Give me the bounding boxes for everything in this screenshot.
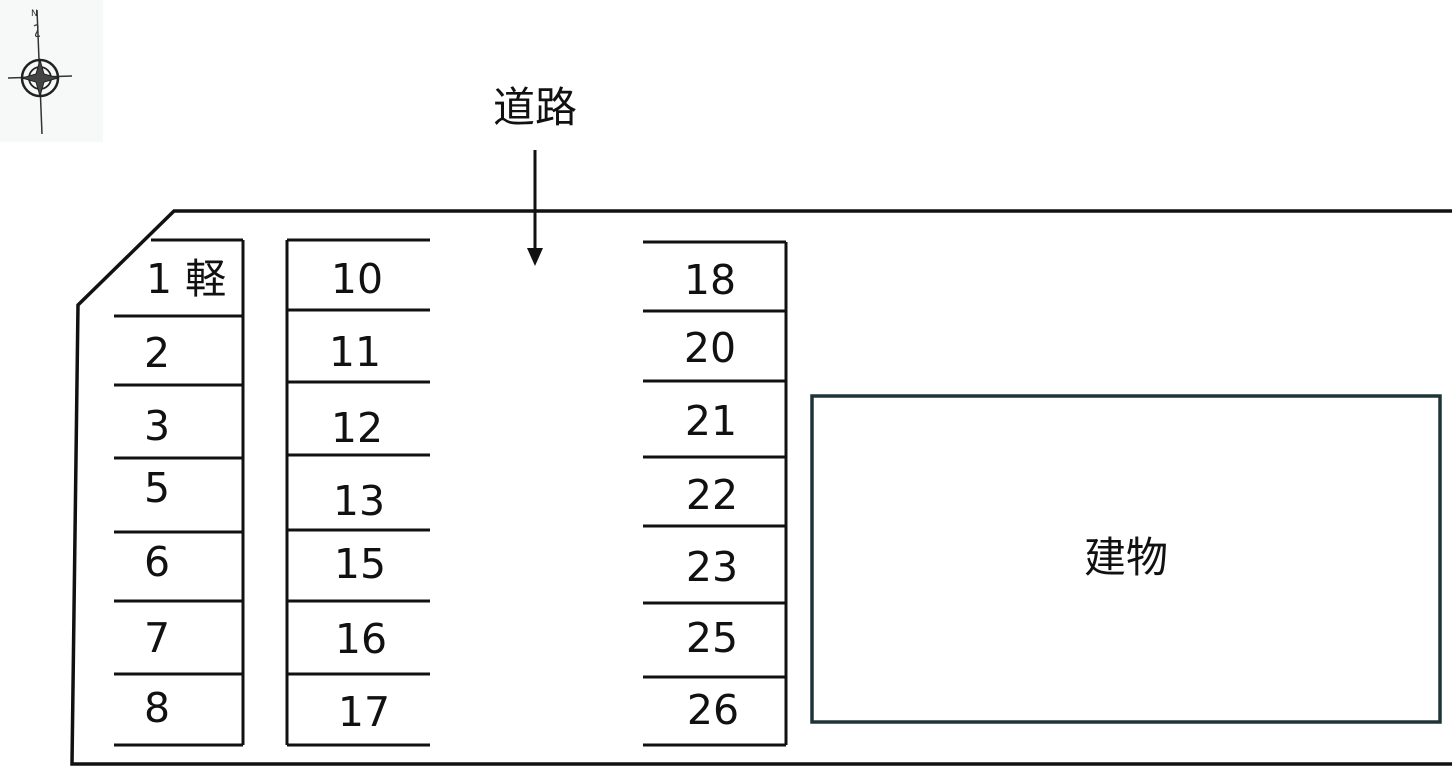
space-11-label: 11 bbox=[329, 328, 381, 376]
space-12-label: 12 bbox=[331, 404, 383, 452]
parking-column-right: 18 20 21 22 23 25 26 bbox=[643, 240, 788, 747]
space-15-label: 15 bbox=[334, 540, 386, 588]
parking-column-left: 1 軽 2 3 5 6 7 8 bbox=[114, 238, 245, 747]
space-21-label: 21 bbox=[685, 397, 737, 445]
site-boundary bbox=[70, 209, 1452, 766]
space-22-label: 22 bbox=[686, 471, 738, 519]
space-1-label: 1 軽 bbox=[146, 255, 226, 303]
space-7-label: 7 bbox=[144, 614, 170, 662]
space-8-label: 8 bbox=[144, 684, 170, 732]
space-18-label: 18 bbox=[684, 256, 736, 304]
space-20-label: 20 bbox=[684, 324, 736, 372]
space-13-label: 13 bbox=[333, 477, 385, 525]
road-label: 道路 bbox=[493, 83, 577, 132]
space-6-label: 6 bbox=[144, 538, 170, 586]
building-label: 建物 bbox=[1084, 533, 1168, 582]
parking-column-middle: 10 11 12 13 15 16 17 bbox=[285, 238, 430, 747]
space-3-label: 3 bbox=[144, 402, 170, 450]
space-23-label: 23 bbox=[686, 543, 738, 591]
space-10-label: 10 bbox=[331, 255, 383, 303]
space-2-label: 2 bbox=[144, 329, 170, 377]
compass-north-label: N bbox=[31, 9, 38, 19]
space-16-label: 16 bbox=[335, 615, 387, 663]
building bbox=[810, 394, 1442, 724]
space-17-label: 17 bbox=[338, 688, 390, 736]
road-arrow-icon bbox=[527, 150, 543, 266]
space-25-label: 25 bbox=[686, 614, 738, 662]
compass-rose-icon: N bbox=[0, 0, 103, 142]
space-5-label: 5 bbox=[144, 464, 170, 512]
space-26-label: 26 bbox=[687, 686, 739, 734]
